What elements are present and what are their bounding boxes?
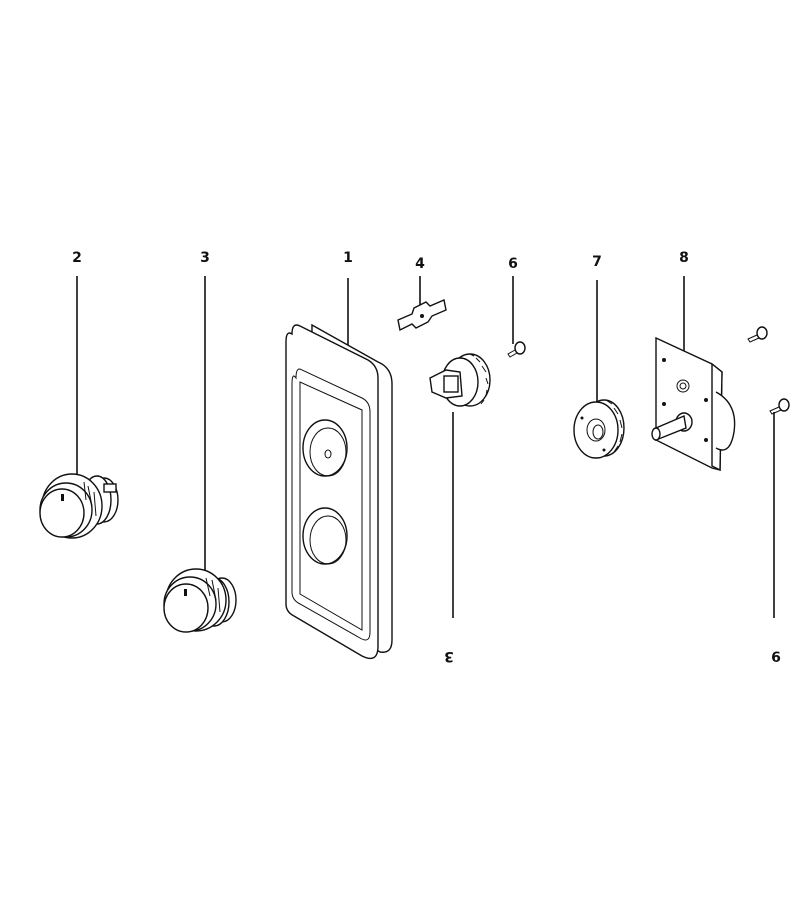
screw-part-6-right-upper (747, 326, 768, 343)
callout-3-inverted: 3 (444, 648, 454, 664)
callout-3: 3 (200, 250, 210, 266)
gear-wheel-part-7 (573, 399, 625, 459)
screw-part-6-top (507, 341, 526, 358)
control-panel-part-1 (285, 323, 393, 660)
knob-part-2 (39, 473, 119, 539)
callout-8: 8 (679, 250, 689, 266)
screw-part-6-right-lower (769, 398, 790, 415)
callout-4: 4 (415, 256, 425, 272)
switch-mechanism-part-8 (651, 336, 736, 472)
callout-1: 1 (343, 250, 353, 266)
gear-knob-part-3 (429, 353, 491, 407)
knob-part-3 (163, 568, 237, 633)
callout-2: 2 (72, 250, 82, 266)
callout-7: 7 (592, 254, 602, 270)
callout-6-bottom: 6 (771, 650, 781, 666)
callout-6-top: 6 (508, 256, 518, 272)
bracket-part-4 (397, 299, 447, 332)
